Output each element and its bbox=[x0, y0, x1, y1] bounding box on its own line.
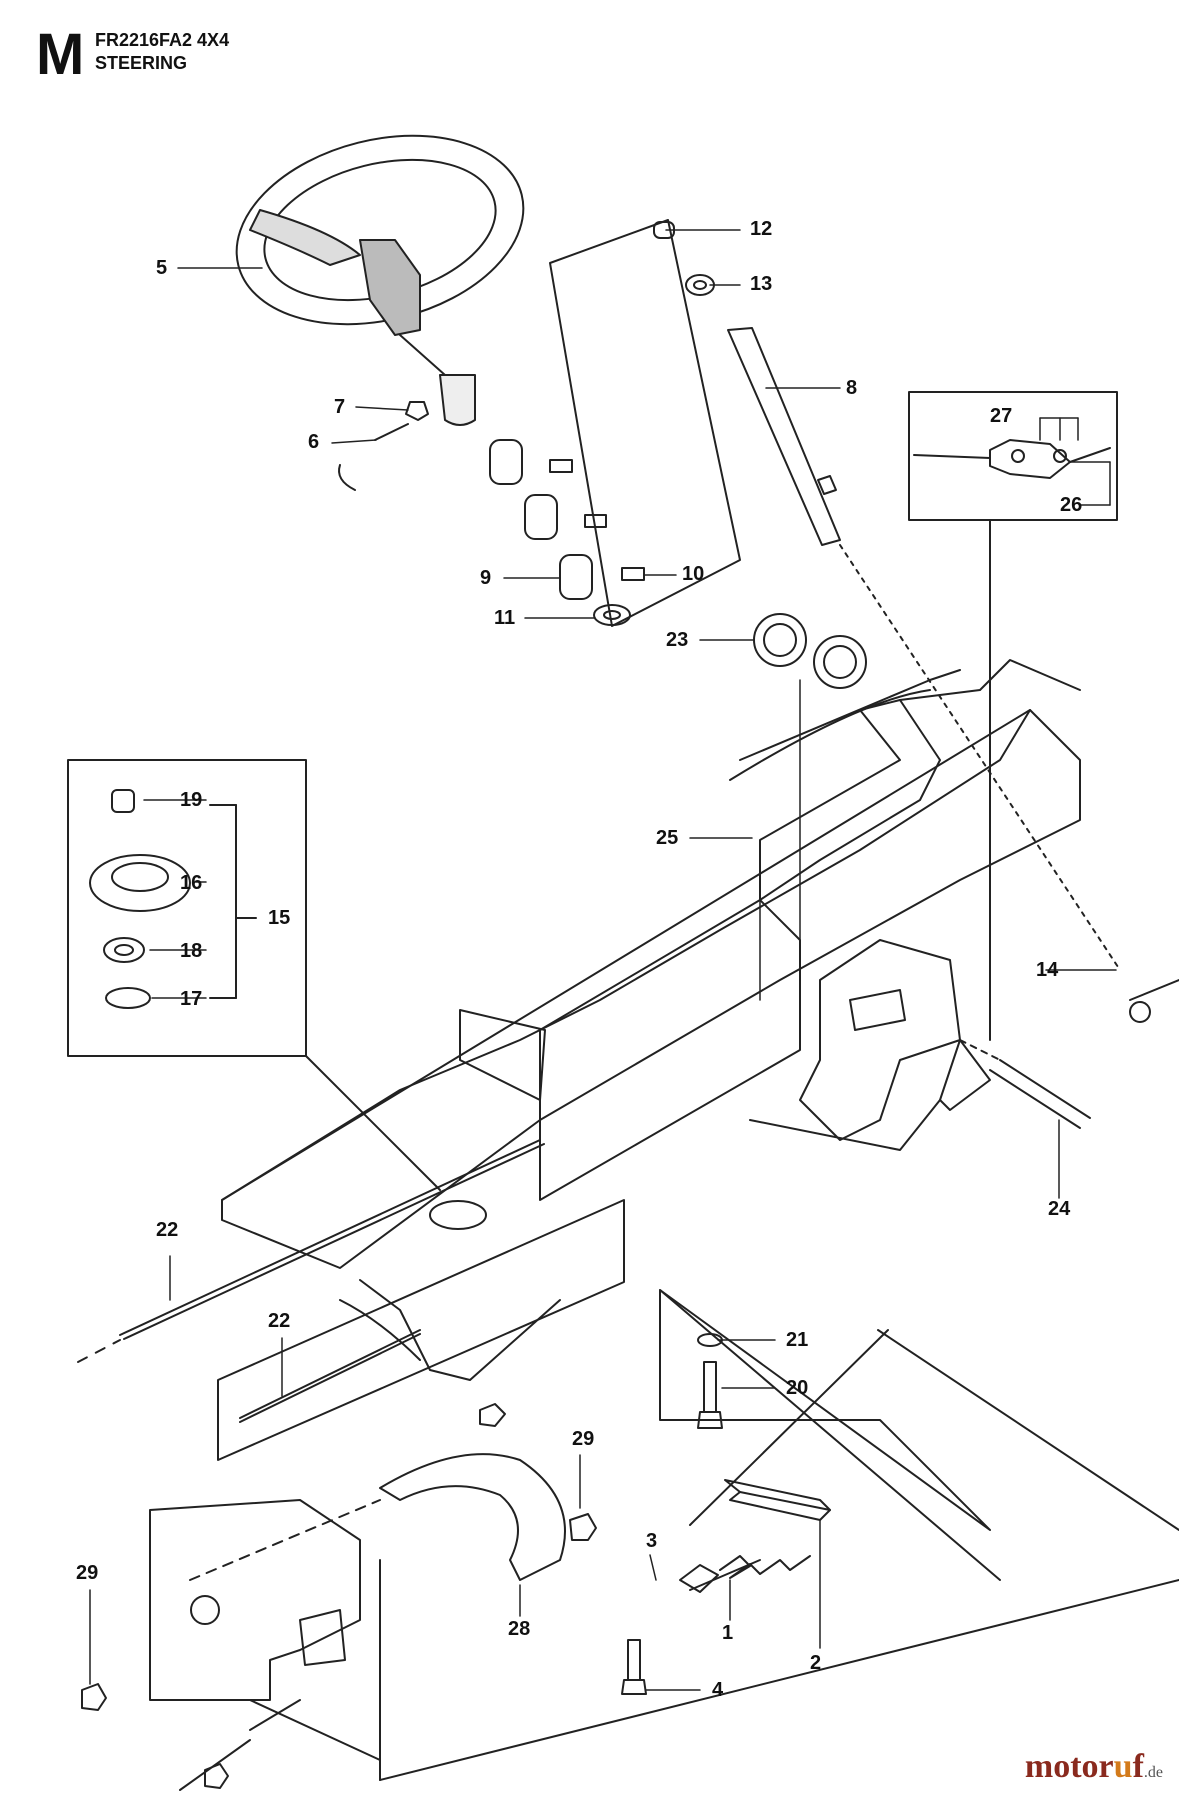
assembly-pointer bbox=[305, 1055, 441, 1191]
callout-26: 26 bbox=[1060, 494, 1083, 516]
callout-2: 2 bbox=[810, 1652, 822, 1674]
callout-21: 21 bbox=[786, 1329, 809, 1351]
steering-shaft bbox=[653, 221, 1121, 971]
section-title: STEERING bbox=[95, 53, 188, 73]
column-parts-box bbox=[549, 219, 741, 627]
shaft-couplers bbox=[338, 401, 645, 626]
callout-18: 18 bbox=[180, 940, 203, 962]
watermark-brand-accent: u bbox=[1113, 1748, 1133, 1785]
callout-13: 13 bbox=[750, 273, 773, 295]
callout-29-right: 29 bbox=[572, 1428, 595, 1450]
watermark-logo: motoruf.de bbox=[1025, 1748, 1163, 1786]
callout-5: 5 bbox=[156, 257, 168, 279]
pulley-assembly-box bbox=[67, 759, 307, 1057]
callout-23: 23 bbox=[666, 629, 689, 651]
steering-wheel bbox=[235, 134, 525, 426]
callout-11: 11 bbox=[494, 607, 516, 629]
rods-box bbox=[217, 1199, 625, 1461]
callout-20: 20 bbox=[786, 1377, 809, 1399]
callout-6: 6 bbox=[308, 431, 320, 453]
callout-14: 14 bbox=[1036, 959, 1059, 981]
callout-25: 25 bbox=[656, 827, 679, 849]
idler-pulleys bbox=[753, 613, 867, 689]
watermark-tld: .de bbox=[1143, 1764, 1163, 1781]
callout-7: 7 bbox=[334, 396, 346, 418]
callout-3: 3 bbox=[646, 1530, 658, 1552]
callout-9: 9 bbox=[480, 567, 492, 589]
callout-29-left: 29 bbox=[76, 1562, 99, 1584]
callout-22-upper: 22 bbox=[156, 1219, 179, 1241]
callout-22-lower: 22 bbox=[268, 1310, 291, 1332]
pulley-assembly bbox=[89, 789, 191, 1009]
lower-housing bbox=[149, 1499, 1179, 1791]
callout-12: 12 bbox=[750, 218, 773, 240]
callout-15: 15 bbox=[268, 907, 291, 929]
section-letter: M bbox=[36, 22, 85, 87]
callout-1: 1 bbox=[722, 1622, 734, 1644]
leader-lines bbox=[89, 229, 1117, 1691]
drive-chain bbox=[913, 439, 1111, 479]
control-rods bbox=[77, 1039, 1091, 1423]
clamp-bracket bbox=[81, 1403, 597, 1789]
callout-17: 17 bbox=[180, 988, 203, 1010]
callout-27: 27 bbox=[990, 405, 1013, 427]
watermark-brand-end: f bbox=[1132, 1748, 1144, 1785]
return-spring-parts bbox=[621, 1479, 831, 1695]
callout-19: 19 bbox=[180, 789, 203, 811]
callout-10: 10 bbox=[682, 563, 705, 585]
model-number: FR2216FA2 4X4 bbox=[95, 30, 230, 50]
chain-detail-box bbox=[908, 391, 1118, 521]
chassis-frame bbox=[221, 659, 1179, 1381]
bolt-and-washer bbox=[697, 1333, 723, 1429]
callout-4: 4 bbox=[712, 1679, 724, 1701]
callout-16: 16 bbox=[180, 872, 203, 894]
spring-box bbox=[659, 1289, 991, 1531]
callout-8: 8 bbox=[846, 377, 858, 399]
watermark-brand: motor bbox=[1024, 1748, 1114, 1785]
callout-28: 28 bbox=[508, 1618, 531, 1640]
callout-24: 24 bbox=[1048, 1198, 1071, 1220]
